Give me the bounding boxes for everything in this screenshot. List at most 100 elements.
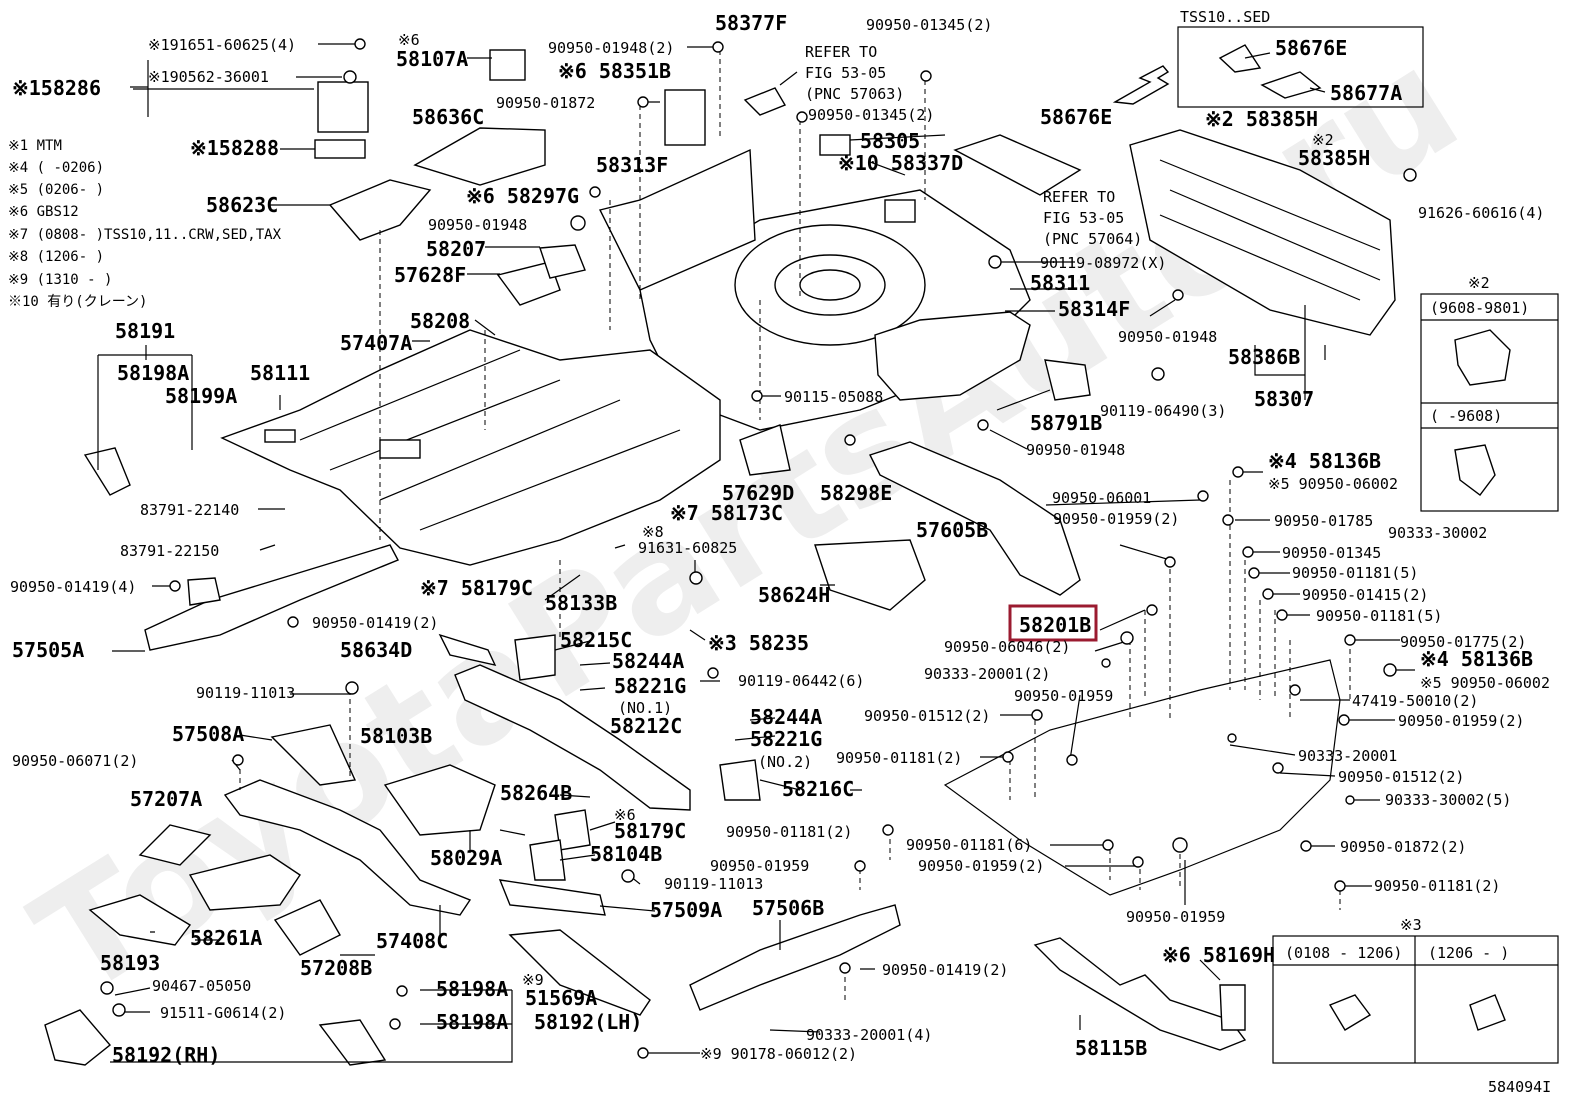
inset-variant: (0108 - 1206)	[1285, 944, 1402, 962]
part-label: 58107A	[396, 47, 468, 71]
part-label: 90950-01181(5)	[1292, 564, 1418, 582]
part-label: 57408C	[376, 929, 448, 953]
part-label: 90950-01345(2)	[808, 106, 934, 124]
part-label: 58192(RH)	[112, 1043, 220, 1067]
inset-variant: (9608-9801)	[1430, 299, 1529, 317]
part-label: 58791B	[1030, 411, 1102, 435]
part-label: 58313F	[596, 153, 668, 177]
part-label: 57605B	[916, 518, 988, 542]
part-labels: ※191651-60625(4)※190562-36001※158286※158…	[10, 11, 1550, 1067]
part-label: 57407A	[340, 331, 412, 355]
member-58212C	[454, 664, 691, 811]
part-label: 91626-60616(4)	[1418, 204, 1544, 222]
part-label: ※4 58136B	[1268, 449, 1381, 473]
part-label: 90333-30002(5)	[1385, 791, 1511, 809]
part-label: 90950-01181(6)	[906, 836, 1032, 854]
part-label: ※6	[398, 31, 420, 49]
part-label: 90950-06001	[1052, 489, 1151, 507]
part-label: 58212C	[610, 714, 682, 738]
part-label: 57508A	[172, 722, 244, 746]
part-label: ※7 58179C	[420, 576, 533, 600]
part-label: 58676E	[1275, 36, 1347, 60]
part-label: 90333-20001(4)	[806, 1026, 932, 1044]
part-label: 90950-01959(2)	[1398, 712, 1524, 730]
legend-line: ※5 (0206- )	[8, 182, 104, 198]
part-label: 58115B	[1075, 1036, 1147, 1060]
refer-text: (PNC 57063)	[805, 85, 904, 103]
part-label: 90950-01345(2)	[866, 16, 992, 34]
part-label: ※6 58169H	[1162, 943, 1275, 967]
part-label: 58264B	[500, 781, 572, 805]
part-label: ※9	[522, 971, 544, 989]
part-label: 58624H	[758, 583, 830, 607]
part-label: 90950-01345	[1282, 544, 1381, 562]
part-label: 57208B	[300, 956, 372, 980]
part-label: 90333-30002	[1388, 524, 1487, 542]
part-label: 90115-05088	[784, 388, 883, 406]
part-label: 90950-01959	[1014, 687, 1113, 705]
part-label: 90950-01181(2)	[836, 749, 962, 767]
part-label: 90119-11013	[664, 875, 763, 893]
part-label: 90950-01948(2)	[548, 39, 674, 57]
part-label: 90950-01948	[428, 216, 527, 234]
rear-floor-sub	[943, 659, 1341, 896]
part-label: 58636C	[412, 105, 484, 129]
legend: ※1 MTM ※4 ( -0206) ※5 (0206- ) ※6 GBS12 …	[8, 138, 282, 310]
legend-line: ※4 ( -0206)	[8, 160, 104, 176]
refer-text: FIG 53-05	[1043, 209, 1124, 227]
part-label: ※191651-60625(4)	[148, 36, 296, 54]
part-label: 58261A	[190, 926, 262, 950]
inset-tss10-box	[1177, 26, 1424, 108]
part-label: 58221G	[750, 727, 822, 751]
part-label: 83791-22140	[140, 501, 239, 519]
part-label: ※6 58351B	[558, 59, 671, 83]
legend-line: ※1 MTM	[8, 138, 62, 154]
part-label: 90950-01948	[1026, 441, 1125, 459]
part-label: 58386B	[1228, 345, 1300, 369]
part-label: 90950-01181(2)	[726, 823, 852, 841]
part-label: 58193	[100, 951, 160, 975]
highlighted-part-label[interactable]: 58201B	[1019, 613, 1091, 637]
part-label: 58179C	[614, 819, 686, 843]
brackets	[44, 49, 1246, 1066]
part-label: 90950-01785	[1274, 512, 1373, 530]
inset-title: ※2	[1468, 274, 1490, 292]
part-label: 91631-60825	[638, 539, 737, 557]
part-label: 58216C	[782, 777, 854, 801]
part-label: 90119-06490(3)	[1100, 402, 1226, 420]
part-label: ※9 90178-06012(2)	[700, 1045, 857, 1063]
part-label: 58192(LH)	[534, 1010, 642, 1034]
refer-text: (PNC 57064)	[1043, 230, 1142, 248]
inset-variant: ( -9608)	[1430, 407, 1502, 425]
part-label: 57629D	[722, 481, 794, 505]
legend-line: ※7 (0808- )TSS10,11..CRW,SED,TAX	[8, 227, 282, 243]
part-label: ※6	[614, 806, 636, 824]
part-label: ※190562-36001	[148, 68, 269, 86]
part-label: 58314F	[1058, 297, 1130, 321]
refer-text: REFER TO	[805, 43, 877, 61]
part-label: 90950-01872(2)	[1340, 838, 1466, 856]
part-label: 90950-01959(2)	[1053, 510, 1179, 528]
part-label: 58215C	[560, 628, 632, 652]
part-label: 58191	[115, 319, 175, 343]
part-label: 58198A	[117, 361, 189, 385]
part-label: 90950-01959	[710, 857, 809, 875]
refer-text: FIG 53-05	[805, 64, 886, 82]
part-label: 58198A	[436, 977, 508, 1001]
refer-text: REFER TO	[1043, 188, 1115, 206]
part-label: 57207A	[130, 787, 202, 811]
part-label: 58244A	[750, 705, 822, 729]
part-label: 90950-01419(2)	[312, 614, 438, 632]
part-label: 58111	[250, 361, 310, 385]
part-label: 58207	[426, 237, 486, 261]
inset-title: ※3	[1400, 916, 1422, 934]
part-label: 58198A	[436, 1010, 508, 1034]
part-label: 58103B	[360, 724, 432, 748]
part-label: ※7 58173C	[670, 501, 783, 525]
part-label: 90333-20001(2)	[924, 665, 1050, 683]
part-label: ※3 58235	[708, 631, 809, 655]
part-label: 90119-08972(X)	[1040, 254, 1166, 272]
figure-id: 584094I	[1488, 1078, 1551, 1096]
part-label: 58311	[1030, 271, 1090, 295]
